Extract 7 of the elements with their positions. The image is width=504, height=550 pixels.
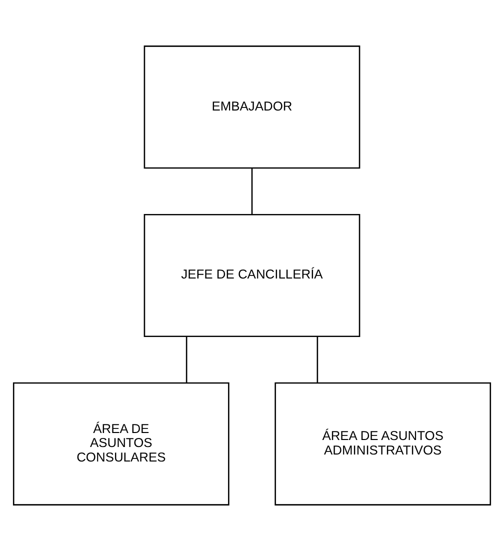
node-box: ÁREA DE ASUNTOS CONSULARES bbox=[12, 382, 230, 505]
node-box: EMBAJADOR bbox=[144, 45, 360, 168]
connector bbox=[251, 168, 253, 214]
connector bbox=[186, 336, 188, 382]
node-box: JEFE DE CANCILLERÍA bbox=[144, 213, 360, 337]
connector bbox=[316, 336, 318, 382]
node-box: ÁREA DE ASUNTOS ADMINISTRATIVOS bbox=[274, 382, 492, 505]
